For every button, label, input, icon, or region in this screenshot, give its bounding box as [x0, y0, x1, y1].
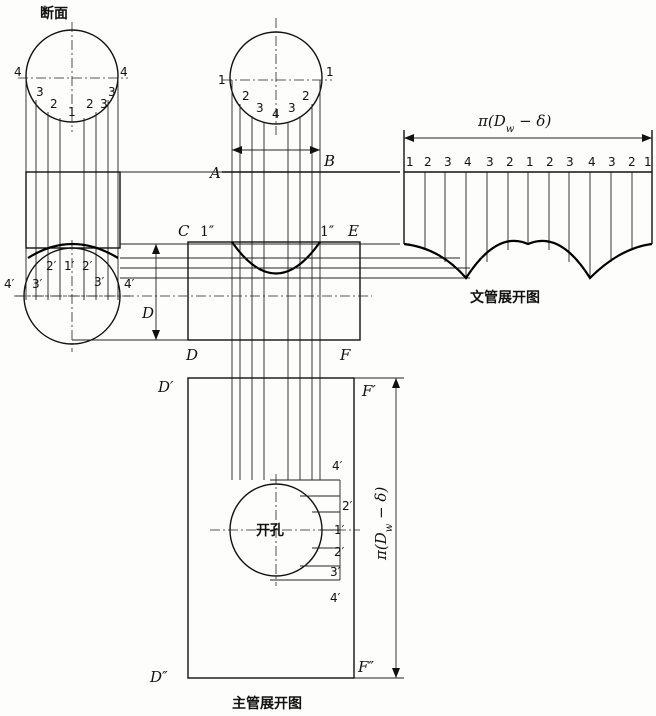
- branch-num-11: 2: [628, 155, 636, 169]
- ab-arrow-left: [232, 146, 242, 154]
- branch-num-4: 3: [486, 155, 494, 169]
- point-D: D: [185, 346, 198, 364]
- branch-num-2: 3: [444, 155, 452, 169]
- main-dim-text: π(Dw − δ): [372, 487, 395, 561]
- point-E: E: [347, 222, 359, 240]
- hole-label-4b: 4′: [330, 591, 341, 605]
- branch-num-7: 2: [546, 155, 554, 169]
- point-C: C: [178, 222, 190, 240]
- left-low-label-2a: 2′: [46, 259, 57, 273]
- main-dim-arrow-bottom: [392, 668, 400, 678]
- branch-dim-text: π(Dw − δ): [477, 112, 551, 135]
- left-top-label-3a: 3: [36, 85, 44, 99]
- left-top-label-4b: 4: [120, 65, 128, 79]
- point-F: F: [339, 346, 351, 364]
- branch-num-8: 3: [566, 155, 574, 169]
- point-1pp-right: 1″: [320, 224, 334, 240]
- hole-label-3: 3′: [330, 565, 341, 579]
- point-D-dprime: D″: [149, 668, 168, 686]
- left-top-label-3b: 3: [100, 97, 108, 111]
- left-low-label-1: 1′: [64, 259, 75, 273]
- middle-projection-lines: [231, 80, 321, 480]
- mid-label-2a: 2: [242, 89, 250, 103]
- left-intersection-curve: [27, 243, 119, 259]
- left-branch-rect: [25, 171, 121, 249]
- hole-label-2b: 2′: [334, 545, 345, 559]
- branch-caption: 文管展开图: [470, 289, 540, 306]
- left-projection-lines: [25, 78, 119, 300]
- branch-num-10: 3: [608, 155, 616, 169]
- mid-label-1a: 1: [218, 73, 226, 87]
- hole-label: 开孔: [256, 523, 284, 539]
- point-D-prime: D′: [157, 378, 174, 396]
- left-top-label-4a: 4: [14, 65, 22, 79]
- section-label: 断面: [40, 5, 68, 22]
- d-arrow-bottom: [152, 330, 160, 340]
- hole-label-1: 1′: [334, 523, 345, 537]
- branch-number-row: 1 2 3 4 3 2 1 2 3 4 3 2 1: [406, 155, 652, 169]
- left-low-label-3a: 3′: [32, 277, 43, 291]
- branch-num-1: 2: [424, 155, 432, 169]
- main-development-rect: [187, 377, 355, 679]
- point-F-prime: F′: [361, 382, 376, 400]
- branch-num-9: 4: [588, 155, 596, 169]
- left-top-label-3c: 3: [108, 85, 116, 99]
- main-pipe-rect: [187, 241, 361, 341]
- left-top-label-2b: 2: [86, 97, 94, 111]
- left-top-label-1: 1: [68, 105, 76, 119]
- mid-label-1b: 1: [326, 65, 334, 79]
- branch-num-5: 2: [506, 155, 514, 169]
- main-caption: 主管展开图: [232, 695, 302, 712]
- mid-label-4: 4: [272, 107, 280, 121]
- mid-label-2b: 2: [302, 89, 310, 103]
- left-low-label-3b: 3′: [94, 275, 105, 289]
- branch-num-3: 4: [464, 155, 472, 169]
- branch-num-12: 1: [644, 155, 652, 169]
- d-arrow-top: [152, 244, 160, 254]
- branch-num-0: 1: [406, 155, 414, 169]
- mid-label-3b: 3: [288, 101, 296, 115]
- point-F-dprime: F″: [357, 658, 374, 676]
- left-low-label-2b: 2′: [82, 259, 93, 273]
- point-A: A: [208, 164, 221, 182]
- left-low-label-4b: 4′: [124, 277, 135, 291]
- point-1pp-left: 1″: [200, 224, 214, 240]
- left-low-label-4a: 4′: [4, 277, 15, 291]
- main-intersection-curve: [231, 241, 321, 275]
- ab-arrow-right: [310, 146, 320, 154]
- left-top-label-2a: 2: [50, 97, 58, 111]
- branch-development: [403, 130, 653, 280]
- mid-label-3a: 3: [256, 101, 264, 115]
- branch-num-6: 1: [526, 155, 534, 169]
- dim-D-label: D: [141, 304, 154, 322]
- point-B: B: [323, 152, 335, 170]
- hole-label-4a: 4′: [332, 459, 343, 473]
- hole-label-2a: 2′: [342, 499, 353, 513]
- hole-guide-lines: [270, 479, 341, 581]
- main-dim-arrow-top: [392, 378, 400, 388]
